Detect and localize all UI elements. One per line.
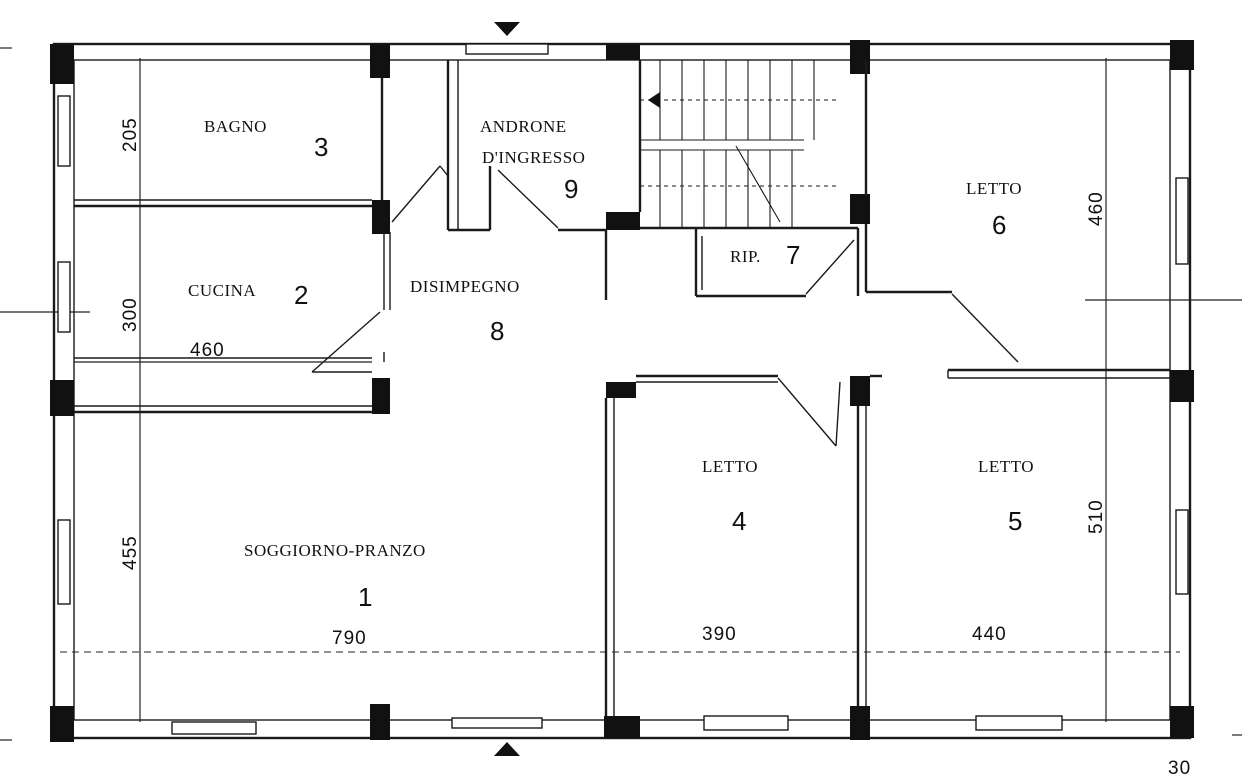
pillar xyxy=(372,200,390,234)
window-cucina xyxy=(57,261,71,333)
pillar xyxy=(50,380,74,416)
doors xyxy=(311,165,1019,447)
stair-direction-arrow xyxy=(735,145,781,223)
staircase xyxy=(640,60,836,228)
room-number-ripostiglio: 7 xyxy=(786,240,800,270)
dim-cucina-width: 460 xyxy=(190,340,225,361)
door-bottom xyxy=(451,717,543,729)
interior-walls xyxy=(74,60,1170,716)
pillars xyxy=(50,40,1194,742)
pillar xyxy=(50,44,74,84)
dim-letto5-width: 440 xyxy=(972,624,1007,645)
room-number-letto4: 4 xyxy=(732,506,746,536)
pillar xyxy=(1170,706,1194,738)
window-bagno xyxy=(57,95,71,167)
dim-corner-note: 30 xyxy=(1168,758,1191,778)
room-number-cucina: 2 xyxy=(294,280,308,310)
window-soggiorno-bottom xyxy=(171,721,257,735)
pillar xyxy=(1170,370,1194,402)
room-name-letto6: LETTO xyxy=(966,179,1022,198)
room-name-bagno: BAGNO xyxy=(204,117,267,136)
pillar xyxy=(606,212,640,230)
room-name-disimpegno: DISIMPEGNO xyxy=(410,277,520,296)
dim-letto6-height: 460 xyxy=(1086,191,1107,226)
room-name-letto4: LETTO xyxy=(702,457,758,476)
dim-soggiorno-width: 790 xyxy=(332,628,367,649)
room-number-letto6: 6 xyxy=(992,210,1006,240)
door-bagno-edge xyxy=(439,165,449,177)
entrance-door-top xyxy=(465,43,549,55)
dimension-lines xyxy=(60,58,1180,722)
room-number-androne: 9 xyxy=(564,174,578,204)
pillar xyxy=(1170,40,1194,70)
pillar xyxy=(370,44,390,78)
room-name-ripostiglio: RIP. xyxy=(730,247,761,266)
entrance-marker-bottom xyxy=(494,742,520,756)
pillar xyxy=(604,716,640,738)
door-bagno xyxy=(391,165,441,223)
door-letto4-edge xyxy=(835,381,841,447)
stair-arrowhead xyxy=(648,92,660,108)
pillar xyxy=(372,378,390,414)
dim-letto5-height: 510 xyxy=(1086,499,1107,534)
pillar xyxy=(850,194,870,224)
room-name-androne-2: D'INGRESSO xyxy=(482,148,585,167)
pillar xyxy=(606,44,640,60)
window-letto6 xyxy=(1175,177,1189,265)
pillar xyxy=(50,706,74,742)
dim-bagno-height: 205 xyxy=(120,117,141,152)
pillar xyxy=(370,704,390,740)
room-number-disimpegno: 8 xyxy=(490,316,504,346)
room-name-soggiorno: SOGGIORNO-PRANZO xyxy=(244,541,426,560)
entrance-marker-top xyxy=(494,22,520,36)
room-name-cucina: CUCINA xyxy=(188,281,256,300)
door-letto4 xyxy=(777,377,837,447)
room-number-soggiorno: 1 xyxy=(358,582,372,612)
door-letto6 xyxy=(951,293,1019,363)
window-letto5 xyxy=(1175,509,1189,595)
pillar xyxy=(606,382,636,398)
room-number-bagno: 3 xyxy=(314,132,328,162)
pillar xyxy=(850,706,870,740)
door-cucina xyxy=(311,311,381,373)
window-soggiorno xyxy=(57,519,71,605)
dim-cucina-height: 300 xyxy=(120,297,141,332)
windows xyxy=(57,43,1189,735)
margin-ticks xyxy=(0,47,1242,741)
window-letto4-bottom xyxy=(703,715,789,731)
door-androne xyxy=(497,169,559,229)
door-rip xyxy=(805,239,855,295)
room-number-letto5: 5 xyxy=(1008,506,1022,536)
dim-letto4-width: 390 xyxy=(702,624,737,645)
window-letto5-bottom xyxy=(975,715,1063,731)
room-name-androne: ANDRONE xyxy=(480,117,567,136)
dim-soggiorno-height: 455 xyxy=(120,535,141,570)
pillar xyxy=(850,376,870,406)
room-name-letto5: LETTO xyxy=(978,457,1034,476)
